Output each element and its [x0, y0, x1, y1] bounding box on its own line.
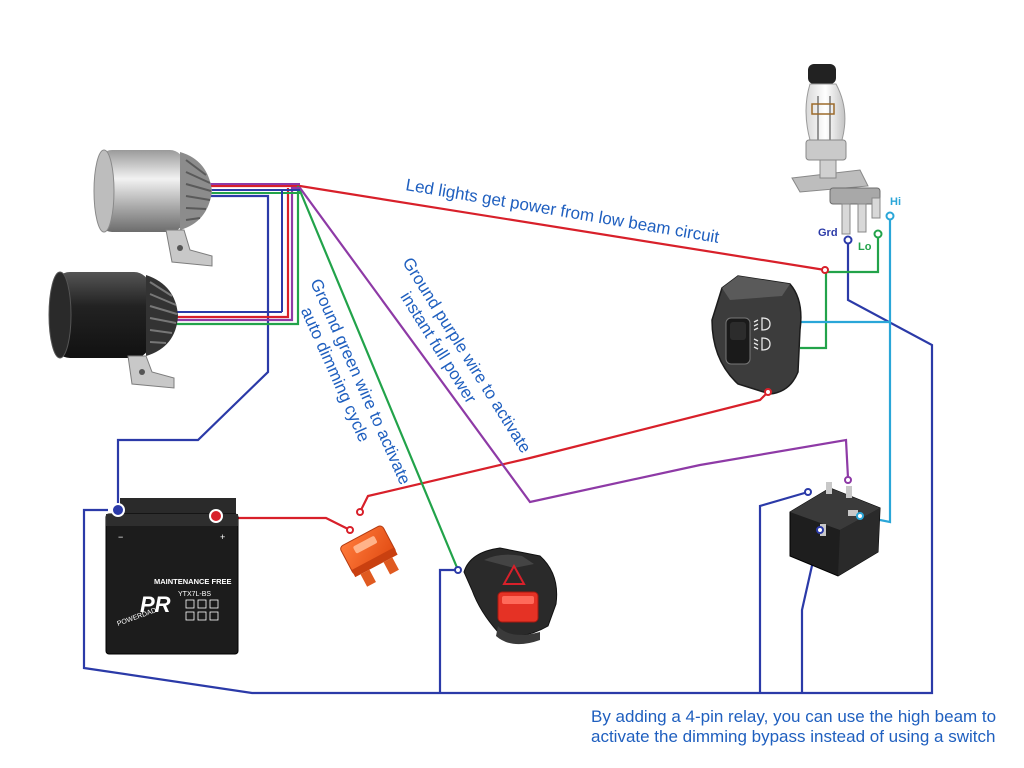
- high-low-beam-switch: [711, 275, 802, 395]
- note-relay-line1: By adding a 4-pin relay, you can use the…: [591, 707, 996, 726]
- led-headlight-chrome: [93, 149, 213, 267]
- note-green-line1: Ground green wire to activate: [306, 276, 414, 487]
- wire-red-power: [170, 184, 826, 531]
- four-pin-relay: [789, 482, 881, 577]
- h4-bulb: [791, 64, 881, 235]
- bulb-terminals: [843, 211, 895, 245]
- bypass-push-switch: [463, 547, 558, 645]
- wire-purple: [170, 186, 850, 504]
- wire-cyan-hi: [800, 216, 892, 524]
- battery-model: YTX7L-BS: [178, 591, 211, 598]
- pin-label-high: Hi: [890, 196, 901, 208]
- note-purple-wire: Ground purple wire to activate instant f…: [396, 254, 535, 456]
- low-beam-tap-point: [821, 266, 829, 274]
- note-purple-line1: Ground purple wire to activate: [399, 254, 535, 456]
- led-headlight-black: [48, 271, 178, 389]
- svg-text:+: +: [220, 532, 225, 542]
- note-relay-line2: activate the dimming bypass instead of u…: [591, 727, 995, 746]
- pin-label-low: Lo: [858, 241, 872, 253]
- inline-fuse: [340, 525, 399, 587]
- battery: − + MAINTENANCE FREE YTX7L-BS PR POWERDA…: [105, 498, 239, 655]
- note-green-wire: Ground green wire to activate auto dimmi…: [297, 276, 414, 487]
- switch-feed-point: [764, 388, 772, 396]
- battery-brand-logo: PR: [140, 592, 171, 617]
- pin-label-ground: Grd: [818, 227, 838, 239]
- relay-terminals: [804, 476, 864, 534]
- svg-text:−: −: [118, 532, 123, 542]
- battery-label: MAINTENANCE FREE: [154, 577, 232, 586]
- wire-headlight1-bundle: [165, 183, 300, 313]
